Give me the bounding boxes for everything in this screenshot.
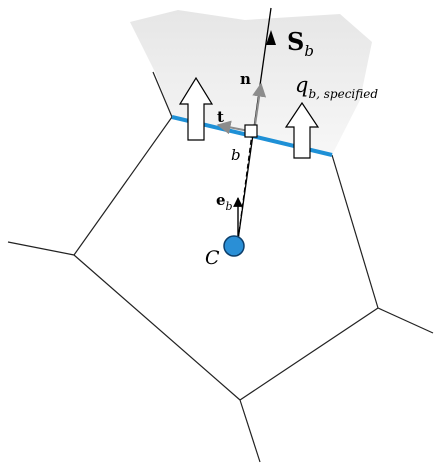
surface-vector-label: Sb	[287, 27, 314, 60]
e-vector-label: eb	[216, 191, 233, 213]
boundary-point-label: b	[231, 146, 241, 164]
flux-arrow-icon	[284, 101, 320, 159]
cell-centroid	[223, 235, 245, 257]
neighbor-edge-left	[7, 241, 75, 256]
normal-label: n	[240, 70, 251, 88]
flux-label: qb, specified	[295, 73, 378, 101]
boundary-point-marker	[244, 124, 258, 138]
centroid-label: C	[205, 247, 220, 269]
neighbor-edge-right	[377, 307, 434, 334]
normal-arrow	[252, 82, 267, 133]
cell-edge-bottom-right	[239, 307, 379, 401]
cell-edge-right	[331, 154, 379, 309]
dashed-connector	[237, 132, 253, 241]
tangent-label: t	[217, 108, 224, 126]
flux-arrow-icon	[178, 76, 214, 141]
cell-edges	[7, 71, 434, 463]
cell-edge-left	[73, 116, 173, 256]
tangent-arrow	[216, 120, 250, 135]
neighbor-edge-top-left	[152, 71, 173, 118]
neighbor-edge-bottom	[239, 399, 261, 463]
surface-vector-arrowhead	[266, 30, 276, 45]
cell-edge-bottom-left	[73, 254, 241, 401]
